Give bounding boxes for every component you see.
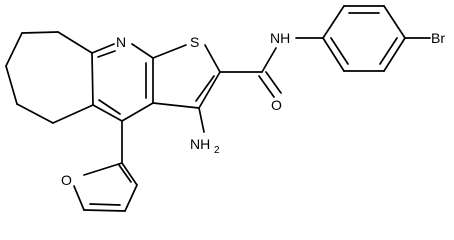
bond xyxy=(383,5,406,39)
bond xyxy=(121,102,154,122)
bond xyxy=(198,71,221,109)
bond xyxy=(131,43,154,59)
amide-nh-label: NH xyxy=(270,30,290,46)
bond xyxy=(322,5,345,39)
bond xyxy=(121,162,138,186)
bond xyxy=(261,47,277,73)
bond xyxy=(89,203,121,206)
bond xyxy=(330,37,349,65)
bond xyxy=(152,44,187,59)
bond xyxy=(118,164,132,183)
amide-oxygen-label: O xyxy=(271,97,282,113)
molecule-diagram: N S NH O NH 2 O Br xyxy=(5,5,445,212)
thiophene-ring xyxy=(152,44,221,109)
furan-oxygen-label: O xyxy=(61,172,72,188)
bond xyxy=(91,43,115,54)
bond xyxy=(83,162,123,176)
bond xyxy=(5,65,18,105)
bond xyxy=(16,103,54,124)
bond xyxy=(195,75,215,102)
bromine-label: Br xyxy=(431,30,445,46)
pyridine-ring xyxy=(91,43,154,122)
bond xyxy=(83,209,126,212)
bond xyxy=(5,32,23,67)
bromophenyl-ring xyxy=(295,5,431,72)
amino-nitrogen-label: NH xyxy=(190,136,210,152)
bond xyxy=(57,31,93,54)
bond xyxy=(152,102,200,109)
bond xyxy=(383,37,406,72)
bond xyxy=(73,185,85,211)
cycloheptane-ring xyxy=(5,31,94,124)
bond xyxy=(91,52,94,106)
furan-ring xyxy=(73,120,138,212)
bond xyxy=(98,99,121,115)
bond xyxy=(198,107,205,133)
bond xyxy=(322,37,345,72)
carboxamide-group xyxy=(219,47,282,98)
bond xyxy=(265,71,282,94)
pyridine-nitrogen-label: N xyxy=(116,34,126,50)
amino-subscript-label: 2 xyxy=(214,145,220,156)
bond xyxy=(21,31,59,34)
bond xyxy=(97,50,116,58)
structure-canvas: N S NH O NH 2 O Br xyxy=(5,5,445,212)
bond xyxy=(124,184,138,212)
bond xyxy=(379,37,398,65)
bond xyxy=(92,104,123,122)
bond xyxy=(52,104,94,124)
bond xyxy=(204,44,221,73)
bond xyxy=(258,75,275,98)
thiophene-sulfur-label: S xyxy=(190,34,199,50)
